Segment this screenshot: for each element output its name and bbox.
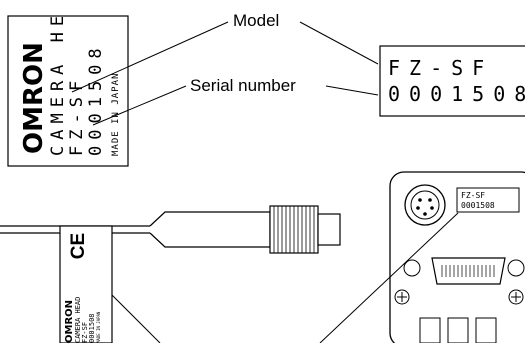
tag-model: FZ-SF xyxy=(81,322,89,343)
dsub-pins xyxy=(441,265,495,277)
camera-model: FZ-SF xyxy=(461,191,485,200)
zoomed-label-outline xyxy=(379,45,525,117)
dsub-connector xyxy=(431,257,506,285)
camera-connector-inner xyxy=(410,190,440,220)
mount-screw-right xyxy=(507,259,525,277)
model-callout: Model xyxy=(233,11,279,30)
serial-callout: Serial number xyxy=(190,76,296,95)
leader-lines xyxy=(71,21,379,126)
serial-leader-left xyxy=(92,85,187,126)
tag-leader xyxy=(111,294,161,343)
screw-cross-left xyxy=(397,292,407,302)
mount-screw-left xyxy=(403,259,421,277)
screw-cross-right xyxy=(511,292,521,302)
connector-pin xyxy=(430,206,434,210)
zoom-model: FZ-SF xyxy=(388,56,493,80)
led-window-2 xyxy=(447,317,469,343)
tag-ce-mark: CE xyxy=(68,233,89,259)
label-plate: OMRON CAMERA HE FZ-SF 0001508 MADE IN JA… xyxy=(7,10,129,167)
connector-pin xyxy=(418,198,422,202)
cable-tag: CE OMRON CAMERA HEAD FZ-SF 0001508 MADE … xyxy=(59,225,161,343)
zoom-serial: 0001508 xyxy=(388,82,525,106)
label-plate-outline xyxy=(7,15,129,167)
plate-model: FZ-SF xyxy=(67,75,87,156)
tag-product: CAMERA HEAD xyxy=(74,297,82,343)
tag-brand: OMRON xyxy=(64,300,75,343)
camera-label-leader xyxy=(319,212,459,343)
cable-tag-outline xyxy=(59,225,113,343)
model-leader-right xyxy=(299,21,379,65)
connector-grip xyxy=(269,205,319,254)
plate-product: CAMERA HE xyxy=(48,10,68,156)
model-leader-left xyxy=(71,21,229,93)
led-window-1 xyxy=(419,317,441,343)
zoomed-label: FZ-SF 0001508 xyxy=(379,45,525,117)
camera-head: FZ-SF 0001508 xyxy=(319,171,525,343)
connector-body xyxy=(149,211,271,248)
plate-brand: OMRON xyxy=(19,42,49,154)
serial-leader-right xyxy=(325,85,379,96)
cable-assembly xyxy=(0,205,341,254)
connector-pin xyxy=(423,212,427,216)
camera-serial: 0001508 xyxy=(461,201,495,210)
connector-pin xyxy=(428,198,432,202)
tag-serial: 0001508 xyxy=(88,313,96,343)
camera-label: FZ-SF 0001508 xyxy=(456,187,520,213)
connector-tip xyxy=(317,213,341,246)
plate-origin: MADE IN JAPAN xyxy=(111,73,121,156)
camera-label-outline xyxy=(456,187,520,213)
plate-serial: 0001508 xyxy=(86,42,106,156)
tag-origin: MADE IN JAPAN xyxy=(96,311,101,343)
connector-pin xyxy=(416,206,420,210)
led-window-3 xyxy=(475,317,497,343)
